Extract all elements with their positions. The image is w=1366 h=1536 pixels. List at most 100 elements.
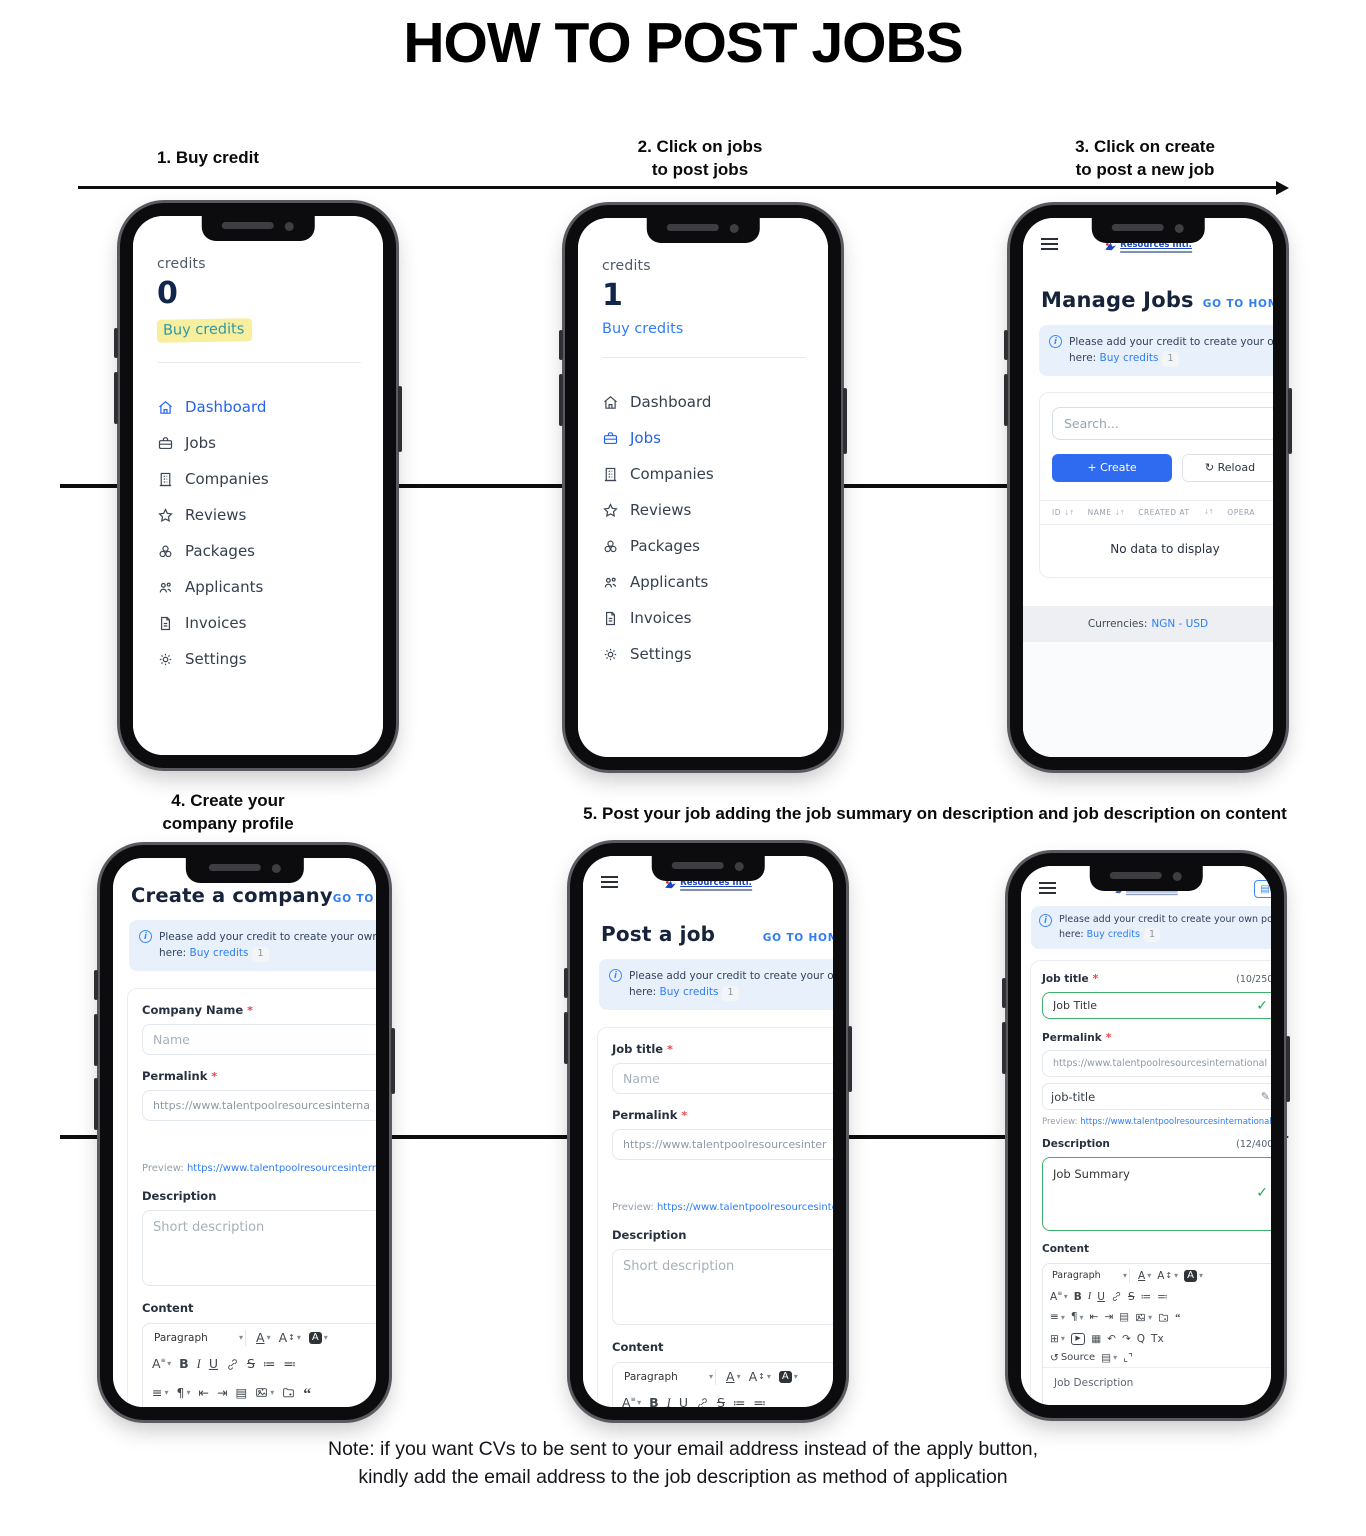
sidebar-item-settings[interactable]: Settings — [157, 641, 361, 677]
align-button[interactable]: ≡▾ — [152, 1384, 169, 1400]
sidebar-item-dashboard[interactable]: Dashboard — [602, 384, 806, 420]
bullet-list-button[interactable]: ≔ — [733, 1397, 746, 1407]
sidebar-item-reviews[interactable]: Reviews — [602, 492, 806, 528]
hamburger-menu-icon[interactable] — [1041, 238, 1058, 250]
sidebar-item-packages[interactable]: Packages — [157, 533, 361, 569]
highlight-color-button[interactable]: A▾ — [778, 1370, 798, 1383]
paragraph-direction-button[interactable]: ¶▾ — [1070, 1311, 1084, 1324]
permalink-input[interactable] — [142, 1089, 376, 1121]
text-color-button[interactable]: A▾ — [256, 1329, 271, 1345]
buy-credits-link[interactable]: Buy credits — [659, 986, 719, 999]
slug-input[interactable] — [1051, 1089, 1261, 1104]
sidebar-item-jobs[interactable]: Jobs — [602, 420, 806, 456]
file-manager-button[interactable] — [1158, 1312, 1169, 1323]
column-operations[interactable]: OPERA — [1227, 507, 1255, 517]
blockquote-button[interactable]: “ — [1175, 1314, 1180, 1325]
buy-credits-link[interactable]: Buy credits — [602, 321, 684, 337]
bold-button[interactable]: B — [1074, 1292, 1082, 1303]
insert-image-button[interactable]: ▾ — [255, 1386, 274, 1399]
edit-pen-icon[interactable]: ✎ — [1260, 1090, 1270, 1104]
permalink-input[interactable] — [1042, 1050, 1271, 1078]
blockquote-button[interactable]: “ — [303, 1386, 311, 1403]
hamburger-menu-icon[interactable] — [601, 876, 618, 888]
column-id[interactable]: ID ↓↑ — [1052, 507, 1075, 517]
job-title-input[interactable] — [612, 1062, 833, 1094]
text-color-button[interactable]: A▾ — [726, 1368, 741, 1384]
html-embed-button[interactable]: ▤ — [235, 1386, 247, 1400]
italic-button[interactable]: I — [667, 1397, 671, 1407]
hamburger-menu-icon[interactable] — [1039, 882, 1056, 894]
template-button[interactable]: ▤▾ — [1101, 1351, 1118, 1364]
paragraph-format-select[interactable]: Paragraph▾ — [152, 1329, 246, 1346]
font-family-button[interactable]: A≡▾ — [1050, 1289, 1068, 1303]
description-textarea[interactable]: Job Summary — [1042, 1157, 1271, 1232]
indent-button[interactable]: ⇥ — [217, 1386, 227, 1400]
preview-url-link[interactable]: https://www.talentpoolresourcesinternati… — [1080, 1117, 1271, 1128]
editor-content-area[interactable]: Job Description — [1043, 1367, 1271, 1405]
paragraph-format-select[interactable]: Paragraph▾ — [622, 1368, 716, 1385]
document-icon[interactable]: ▤ — [1254, 880, 1271, 898]
sort-icon[interactable]: ↓↑ — [1203, 508, 1215, 517]
create-button[interactable]: + Create — [1052, 453, 1172, 482]
link-button[interactable] — [226, 1358, 239, 1371]
highlight-color-button[interactable]: A▾ — [1184, 1269, 1203, 1282]
undo-button[interactable]: ↶ — [1107, 1334, 1116, 1345]
fullscreen-button[interactable]: ⌞⌝ — [1123, 1353, 1133, 1364]
column-created-at[interactable]: CREATED AT — [1138, 507, 1190, 517]
link-button[interactable] — [1111, 1291, 1122, 1302]
redo-button[interactable]: ↷ — [1122, 1334, 1131, 1345]
strikethrough-button[interactable]: S — [247, 1358, 255, 1371]
insert-video-button[interactable]: ▶ — [1070, 1332, 1086, 1345]
find-replace-button[interactable]: Q — [1137, 1334, 1145, 1345]
buy-credits-link[interactable]: Buy credits — [156, 318, 253, 343]
align-button[interactable]: ≡▾ — [1050, 1311, 1065, 1324]
numbered-list-button[interactable]: ≕ — [753, 1397, 766, 1407]
sidebar-item-jobs[interactable]: Jobs — [157, 425, 361, 461]
strikethrough-button[interactable]: S — [717, 1397, 725, 1407]
highlight-color-button[interactable]: A▾ — [308, 1331, 328, 1344]
italic-button[interactable]: I — [1088, 1291, 1092, 1303]
job-title-input[interactable] — [1042, 992, 1271, 1020]
sidebar-item-packages[interactable]: Packages — [602, 528, 806, 564]
font-size-button[interactable]: A↕▾ — [278, 1329, 301, 1345]
sidebar-item-reviews[interactable]: Reviews — [157, 497, 361, 533]
indent-button[interactable]: ⇥ — [1104, 1312, 1113, 1323]
search-input[interactable] — [1052, 406, 1273, 440]
sidebar-item-companies[interactable]: Companies — [157, 461, 361, 497]
go-to-home-link[interactable]: GO TO HOME — [332, 893, 376, 905]
bold-button[interactable]: B — [179, 1358, 189, 1371]
font-family-button[interactable]: A≡▾ — [622, 1397, 641, 1407]
numbered-list-button[interactable]: ≕ — [283, 1358, 296, 1371]
italic-button[interactable]: I — [197, 1358, 201, 1371]
font-size-button[interactable]: A↕▾ — [748, 1368, 771, 1384]
sidebar-item-invoices[interactable]: Invoices — [157, 605, 361, 641]
preview-url-link[interactable]: https://www.talentpoolresourcesinternati… — [656, 1201, 833, 1213]
go-to-home-link[interactable]: GO TO HOME — [1202, 298, 1273, 310]
go-to-home-link[interactable]: GO TO HOME — [762, 932, 833, 944]
table-cells-button[interactable]: ▦ — [1091, 1334, 1101, 1345]
sidebar-item-dashboard[interactable]: Dashboard — [157, 389, 361, 425]
company-name-input[interactable] — [142, 1023, 376, 1055]
bullet-list-button[interactable]: ≔ — [263, 1358, 276, 1371]
strikethrough-button[interactable]: S — [1128, 1292, 1135, 1303]
buy-credits-link[interactable]: Buy credits — [1099, 352, 1159, 365]
sidebar-item-applicants[interactable]: Applicants — [602, 564, 806, 600]
insert-image-button[interactable]: ▾ — [1135, 1312, 1152, 1323]
column-name[interactable]: NAME ↓↑ — [1087, 507, 1126, 517]
sidebar-item-applicants[interactable]: Applicants — [157, 569, 361, 605]
underline-button[interactable]: U — [209, 1358, 218, 1371]
description-textarea[interactable] — [612, 1248, 833, 1325]
outdent-button[interactable]: ⇤ — [1090, 1312, 1099, 1323]
bullet-list-button[interactable]: ≔ — [1141, 1292, 1152, 1303]
text-color-button[interactable]: A▾ — [1138, 1269, 1152, 1282]
description-textarea[interactable] — [142, 1209, 376, 1286]
link-button[interactable] — [696, 1397, 709, 1407]
paragraph-direction-button[interactable]: ¶▾ — [176, 1384, 191, 1400]
font-family-button[interactable]: A≡▾ — [152, 1356, 172, 1372]
paragraph-format-select[interactable]: Paragraph▾ — [1050, 1268, 1130, 1284]
buy-credits-link[interactable]: Buy credits — [1086, 928, 1140, 940]
underline-button[interactable]: U — [1097, 1292, 1105, 1303]
html-embed-button[interactable]: ▤ — [1119, 1312, 1129, 1323]
reload-button[interactable]: ↻ Reload — [1182, 453, 1273, 482]
preview-url-link[interactable]: https://www.talentpoolresourcesinternati… — [186, 1162, 376, 1174]
